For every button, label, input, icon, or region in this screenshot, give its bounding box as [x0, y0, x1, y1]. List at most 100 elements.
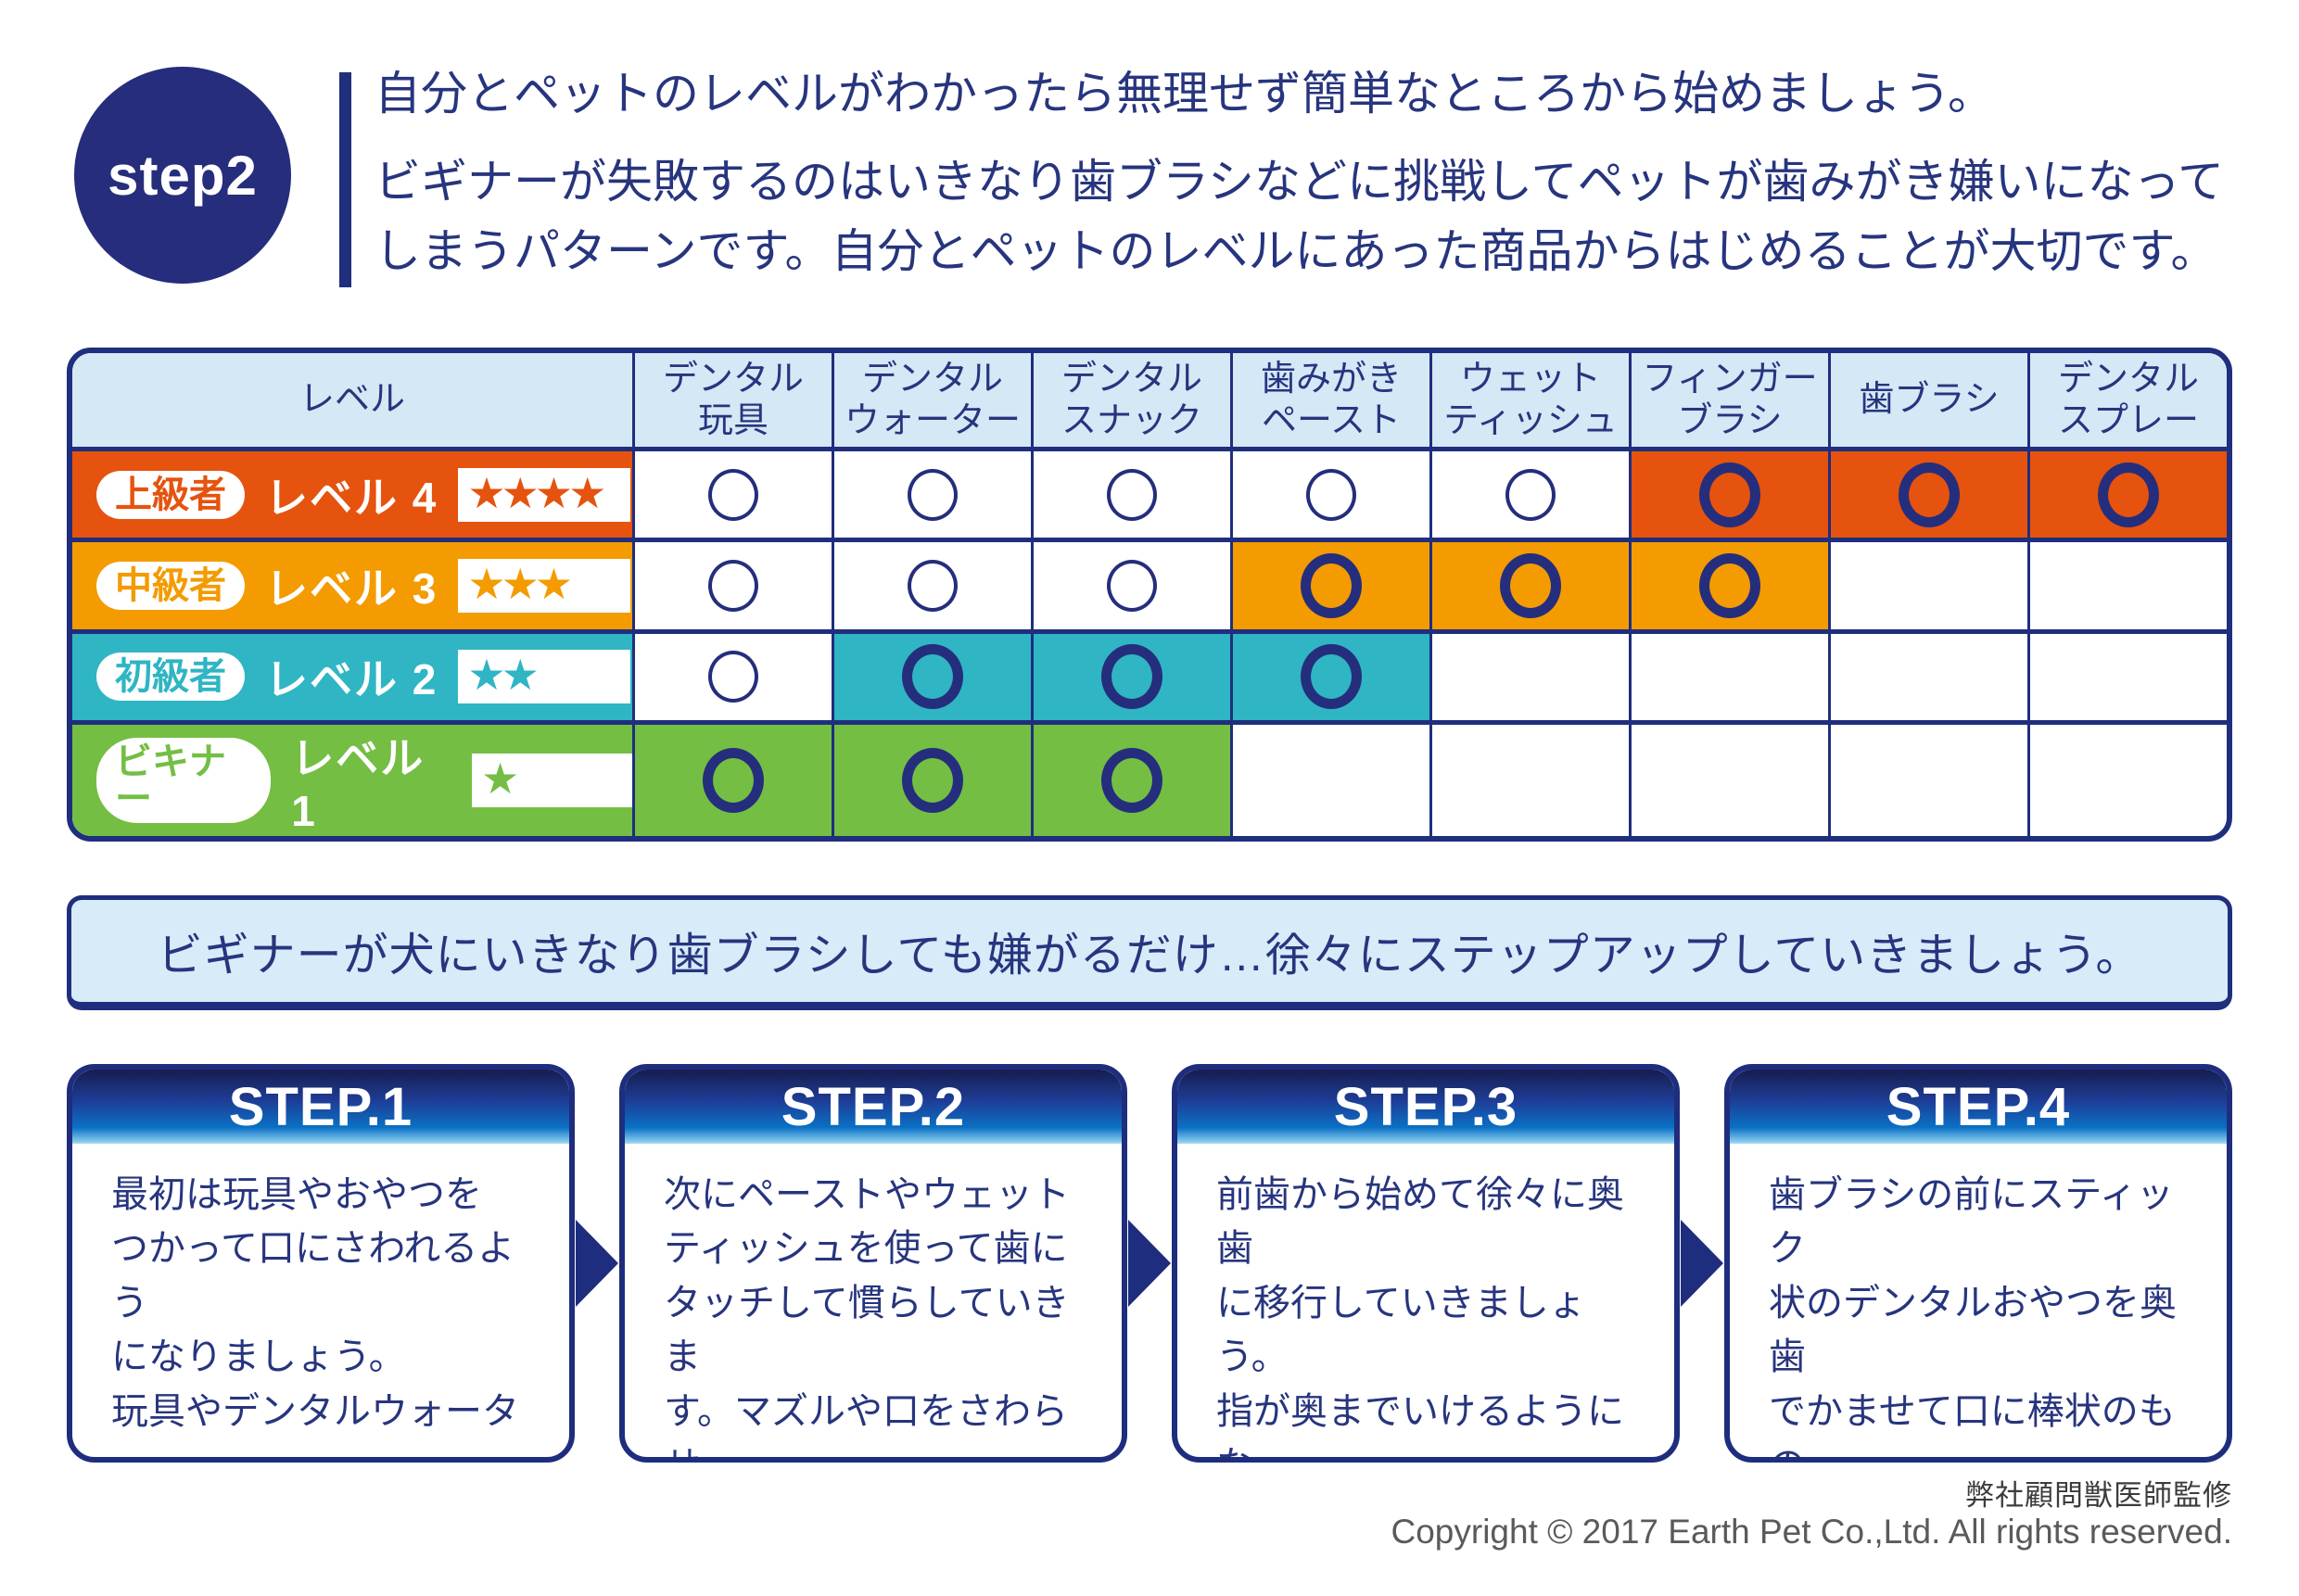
matrix-cell	[832, 720, 1031, 836]
matrix-cell	[1031, 538, 1230, 629]
matrix-cell	[1031, 628, 1230, 720]
step-card-header: STEP.4	[1730, 1070, 2227, 1144]
matrix-cell	[1230, 538, 1429, 629]
matrix-cell	[1629, 538, 1828, 629]
column-header-product: デンタル スプレー	[2027, 353, 2227, 447]
matrix-cell	[832, 538, 1031, 629]
step-card-body: 歯ブラシの前にスティック 状のデンタルおやつを奥歯 でかませて口に棒状のもの が…	[1769, 1174, 2177, 1457]
usable-circle-icon	[908, 468, 958, 521]
star-icons: ★	[480, 754, 519, 803]
copyright-text: Copyright © 2017 Earth Pet Co.,Ltd. All …	[1391, 1513, 2233, 1551]
level-badge: 中級者	[96, 561, 245, 610]
matrix-cell	[1230, 720, 1429, 836]
star-rating-box: ★★★★	[458, 467, 631, 522]
recommended-circle-icon	[1301, 644, 1362, 710]
matrix-cell	[1230, 447, 1429, 538]
step-card-header: STEP.1	[72, 1070, 569, 1144]
usable-circle-icon	[1107, 468, 1157, 521]
recommended-circle-icon	[1699, 462, 1760, 527]
level-row-label: 中級者レベル 3 ★★★	[72, 538, 632, 629]
step-card-body: 次にペーストやウェット ティッシュを使って歯に タッチして慣らしていきま す。マ…	[664, 1174, 1070, 1457]
step-card-header: STEP.2	[625, 1070, 1122, 1144]
matrix-cell	[1828, 720, 2027, 836]
star-rating-box: ★	[471, 754, 633, 807]
step-arrow-gap	[1680, 1064, 1724, 1463]
usable-circle-icon	[1505, 468, 1556, 521]
step-card-title: STEP.2	[781, 1076, 966, 1137]
step2-label: step2	[108, 144, 258, 207]
step-arrow-gap	[575, 1064, 619, 1463]
column-header-product: デンタル スナック	[1031, 353, 1230, 447]
matrix-cell	[632, 447, 832, 538]
recommended-circle-icon	[1500, 552, 1561, 618]
supervision-note: 弊社顧問獣医師監修	[1965, 1479, 2232, 1512]
step-card: STEP.3 前歯から始めて徐々に奥歯 に移行していきましょう。 指が奥までいける…	[1172, 1064, 1680, 1463]
usable-circle-icon	[708, 468, 758, 521]
step-flow: STEP.1 最初は玩具やおやつを つかって口にさわれるよう になりましょう。 玩…	[67, 1064, 2232, 1463]
level-row-label: 上級者レベル 4 ★★★★	[72, 447, 632, 538]
step-card: STEP.2 次にペーストやウェット ティッシュを使って歯に タッチして慣らしてい…	[619, 1064, 1127, 1463]
step-card-header: STEP.3	[1177, 1070, 1674, 1144]
matrix-cell	[1629, 628, 1828, 720]
matrix-cell	[2027, 720, 2227, 836]
level-name: レベル 4	[265, 473, 438, 522]
star-rating-box: ★★★	[458, 558, 631, 613]
star-icons: ★★★	[467, 559, 573, 608]
matrix-cell	[632, 628, 832, 720]
matrix-cell	[1429, 538, 1629, 629]
star-rating-box: ★★	[458, 650, 631, 704]
step-card-body: 最初は玩具やおやつを つかって口にさわれるよう になりましょう。 玩具やデンタル…	[111, 1174, 519, 1457]
step-card-title: STEP.4	[1886, 1076, 2071, 1137]
matrix-cell	[1429, 628, 1629, 720]
column-header-product: 歯ブラシ	[1828, 353, 2027, 447]
step-card-title: STEP.3	[1333, 1076, 1518, 1137]
intro-text-block: 自分とペットのレベルがわかったら無理せず簡単なところから始めましょう。 ビギナー…	[375, 65, 2256, 286]
level-badge: 上級者	[96, 470, 245, 519]
matrix-cell	[1031, 720, 1230, 836]
step-card-title: STEP.1	[228, 1076, 413, 1137]
matrix-cell	[1031, 447, 1230, 538]
recommended-circle-icon	[1899, 462, 1960, 527]
star-icons: ★★	[467, 651, 540, 700]
advice-banner: ビギナーが犬にいきなり歯ブラシしても嫌がるだけ…徐々にステップアップしていきまし…	[67, 895, 2232, 1010]
level-name: レベル 3	[265, 564, 438, 613]
matrix-cell	[1629, 720, 1828, 836]
step2-badge: step2	[74, 67, 291, 284]
step-arrow-gap	[1127, 1064, 1172, 1463]
column-header-product: デンタル 玩具	[632, 353, 832, 447]
usable-circle-icon	[708, 559, 758, 612]
matrix-cell	[632, 720, 832, 836]
intro-paragraph: ビギナーが失敗するのはいきなり歯ブラシなどに挑戦してペットが歯みがき嫌いになって…	[375, 155, 2224, 277]
level-product-table: レベル デンタル 玩具デンタル ウォーターデンタル スナック歯みがき ペーストウ…	[67, 348, 2232, 842]
matrix-cell	[832, 628, 1031, 720]
matrix-cell	[2027, 447, 2227, 538]
matrix-cell	[1429, 720, 1629, 836]
column-header-level: レベル	[72, 353, 632, 447]
matrix-cell	[1828, 447, 2027, 538]
column-header-product: フィンガー ブラシ	[1629, 353, 1828, 447]
recommended-circle-icon	[1699, 552, 1760, 618]
right-arrow-icon	[576, 1220, 618, 1307]
star-icons: ★★★★	[467, 468, 606, 517]
recommended-circle-icon	[1301, 552, 1362, 618]
matrix-cell	[1828, 628, 2027, 720]
usable-circle-icon	[908, 559, 958, 612]
recommended-circle-icon	[2098, 462, 2159, 527]
recommended-circle-icon	[1101, 748, 1162, 813]
matrix-cell	[1629, 447, 1828, 538]
column-header-product: デンタル ウォーター	[832, 353, 1031, 447]
advice-banner-text: ビギナーが犬にいきなり歯ブラシしても嫌がるだけ…徐々にステップアップしていきまし…	[157, 930, 2142, 981]
column-header-product: ウェット ティッシュ	[1429, 353, 1629, 447]
usable-circle-icon	[1107, 559, 1157, 612]
right-arrow-icon	[1128, 1220, 1171, 1307]
step-card-body: 前歯から始めて徐々に奥歯 に移行していきましょう。 指が奥までいけるようにな れ…	[1216, 1174, 1624, 1457]
usable-circle-icon	[1306, 468, 1356, 521]
matrix-cell	[832, 447, 1031, 538]
matrix-cell	[1230, 628, 1429, 720]
right-arrow-icon	[1681, 1220, 1723, 1307]
level-name: レベル 2	[265, 655, 438, 704]
level-badge: 初級者	[96, 652, 245, 702]
recommended-circle-icon	[902, 644, 963, 710]
step-card: STEP.4 歯ブラシの前にスティック 状のデンタルおやつを奥歯 でかませて口に棒…	[1724, 1064, 2232, 1463]
